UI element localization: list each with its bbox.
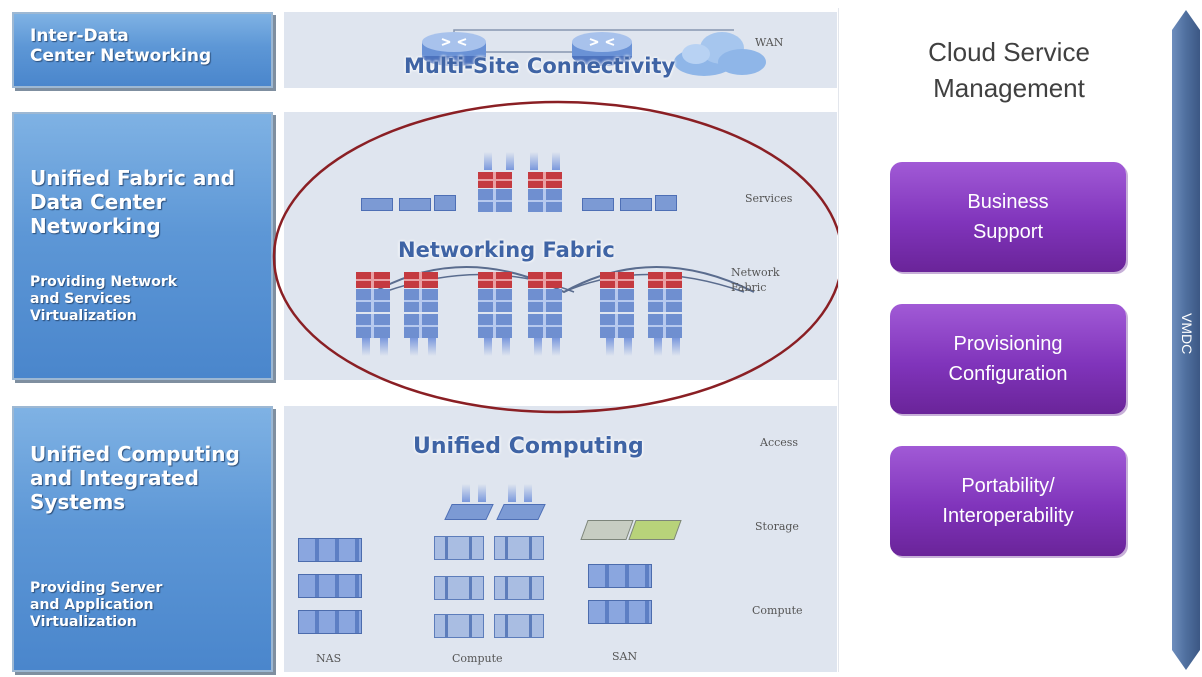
san-label: SAN bbox=[612, 650, 638, 663]
portability-interoperability-button[interactable]: Portability/ Interoperability bbox=[890, 446, 1126, 556]
button-label: Provisioning Configuration bbox=[948, 333, 1068, 385]
switch-icon bbox=[478, 272, 512, 312]
access-switch-icon bbox=[356, 314, 390, 338]
storage-array-icon bbox=[588, 600, 652, 624]
provisioning-configuration-button[interactable]: Provisioning Configuration bbox=[890, 304, 1126, 414]
downlink-arrow bbox=[624, 338, 632, 356]
uplink-arrow bbox=[508, 484, 516, 502]
panel-title: Unified Computing and Integrated Systems bbox=[30, 442, 240, 514]
downlink-arrow bbox=[428, 338, 436, 356]
compute-bottom-label: Compute bbox=[452, 652, 503, 665]
access-switch-icon bbox=[404, 314, 438, 338]
router-icon bbox=[422, 32, 486, 66]
downlink-arrow bbox=[672, 338, 680, 356]
blade-server-icon bbox=[494, 536, 544, 560]
blade-server-icon bbox=[494, 614, 544, 638]
computing-title: Unified Computing bbox=[413, 434, 644, 459]
vmdc-label: VMDC bbox=[1179, 313, 1195, 355]
switch-icon bbox=[600, 272, 634, 312]
button-label: Portability/ Interoperability bbox=[942, 475, 1074, 527]
storage-array-icon bbox=[588, 564, 652, 588]
uplink-arrow bbox=[478, 484, 486, 502]
wan-diagram bbox=[422, 29, 766, 76]
access-switch-icon bbox=[478, 314, 512, 338]
storage-label: Storage bbox=[755, 520, 799, 533]
downlink-arrow bbox=[654, 338, 662, 356]
fabric-title: Networking Fabric bbox=[398, 238, 615, 262]
switch-icon bbox=[648, 272, 682, 312]
network-fabric-label: Network Fabric bbox=[731, 266, 780, 294]
downlink-arrow bbox=[410, 338, 418, 356]
band-computing bbox=[284, 406, 837, 672]
access-label: Access bbox=[760, 436, 799, 449]
downlink-arrow bbox=[380, 338, 388, 356]
uplink-arrow bbox=[524, 484, 532, 502]
downlink-arrow bbox=[502, 338, 510, 356]
panel-title: Unified Fabric and Data Center Networkin… bbox=[30, 166, 235, 238]
services-label: Services bbox=[745, 192, 793, 205]
switch-icon bbox=[528, 272, 562, 312]
panel-subtitle: Providing Network and Services Virtualiz… bbox=[30, 274, 178, 324]
panel-title: Inter-Data Center Networking bbox=[30, 26, 212, 67]
storage-array-icon bbox=[298, 610, 362, 634]
access-switch-icon bbox=[648, 314, 682, 338]
downlink-arrow bbox=[484, 338, 492, 356]
uplink-arrow bbox=[462, 484, 470, 502]
vmdc-arrow-icon bbox=[1172, 10, 1200, 670]
blade-server-icon bbox=[494, 576, 544, 600]
storage-array-icon bbox=[298, 538, 362, 562]
panel-subtitle: Providing Server and Application Virtual… bbox=[30, 580, 163, 630]
blade-server-icon bbox=[434, 536, 484, 560]
wan-title: Multi-Site Connectivity bbox=[404, 54, 676, 78]
blade-server-icon bbox=[434, 614, 484, 638]
nas-label: NAS bbox=[316, 652, 342, 665]
cloud-service-title: Cloud Service Management bbox=[928, 37, 1090, 103]
downlink-arrow bbox=[606, 338, 614, 356]
wan-label: WAN bbox=[755, 36, 784, 49]
downlink-arrow bbox=[534, 338, 542, 356]
downlink-arrow bbox=[362, 338, 370, 356]
router-icon bbox=[572, 32, 632, 66]
button-label: Business Support bbox=[967, 191, 1049, 243]
cloud-icon bbox=[674, 32, 766, 76]
downlink-arrow bbox=[552, 338, 560, 356]
business-support-button[interactable]: Business Support bbox=[890, 162, 1126, 272]
san-switch-icon bbox=[628, 520, 682, 540]
panel-unified-fabric: Unified Fabric and Data Center Networkin… bbox=[12, 112, 273, 380]
switch-icon bbox=[404, 272, 438, 312]
access-switch-icon bbox=[528, 314, 562, 338]
blade-server-icon bbox=[434, 576, 484, 600]
switch-icon bbox=[356, 272, 390, 312]
storage-array-icon bbox=[298, 574, 362, 598]
access-switch-icon bbox=[600, 314, 634, 338]
compute-label: Compute bbox=[752, 604, 803, 617]
panel-inter-data-center: Inter-Data Center Networking bbox=[12, 12, 273, 88]
san-switch-icon bbox=[580, 520, 634, 540]
ucs-fabric-icon bbox=[496, 504, 546, 520]
panel-unified-computing: Unified Computing and Integrated Systems… bbox=[12, 406, 273, 672]
ucs-fabric-icon bbox=[444, 504, 494, 520]
